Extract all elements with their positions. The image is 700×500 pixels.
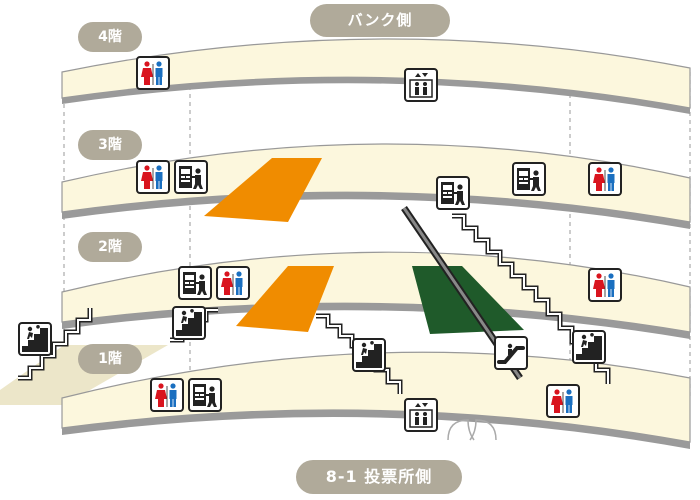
floor-4-slab <box>61 38 691 114</box>
elevator-icon <box>404 68 438 102</box>
ticket-machine-icon <box>188 378 222 412</box>
stairs-icon <box>18 322 52 356</box>
floor-label-2: 2階 <box>78 232 142 262</box>
restroom-icon <box>136 56 170 90</box>
side-label-bank-text: バンク側 <box>347 11 413 29</box>
elevator-icon <box>404 398 438 432</box>
stairs-icon <box>572 330 606 364</box>
stairs-icon <box>172 306 206 340</box>
floor-label-3: 3階 <box>78 130 142 160</box>
floor-label-4: 4階 <box>78 22 142 52</box>
restroom-icon <box>136 160 170 194</box>
ticket-machine-icon <box>174 160 208 194</box>
side-label-bank: バンク側 <box>310 4 450 37</box>
restroom-icon <box>150 378 184 412</box>
side-label-polling-station: 8-1 投票所側 <box>296 460 462 494</box>
floor-label-1: 1階 <box>78 344 142 374</box>
escalator-icon <box>494 336 528 370</box>
ticket-machine-icon <box>436 176 470 210</box>
seating-area-orange-2f <box>236 266 334 332</box>
restroom-icon <box>588 268 622 302</box>
restroom-icon <box>546 384 580 418</box>
restroom-icon <box>588 162 622 196</box>
restroom-icon <box>216 266 250 300</box>
ticket-machine-icon <box>178 266 212 300</box>
stairs-icon <box>352 338 386 372</box>
floor-1-slab <box>61 351 691 449</box>
seating-area-orange-3f <box>204 158 322 222</box>
side-label-polling-station-text: 8-1 投票所側 <box>325 467 433 486</box>
ticket-machine-icon <box>512 162 546 196</box>
